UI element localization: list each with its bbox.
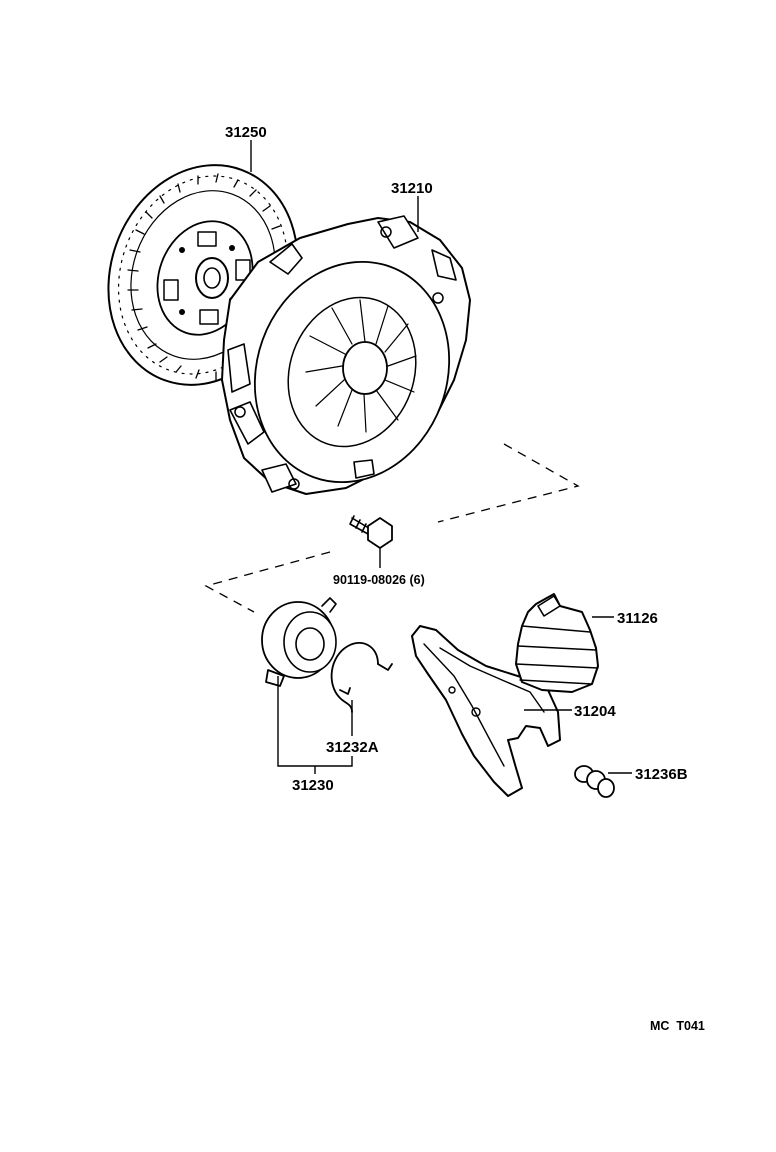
label-hub-clip: 31232A (326, 739, 379, 756)
cover-bolt-drawing (349, 515, 393, 549)
hub-clip-drawing (330, 642, 393, 713)
clutch-cover-drawing (221, 215, 471, 495)
label-release-fork: 31204 (574, 703, 616, 720)
release-bearing-drawing (261, 597, 337, 687)
clutch-disc-drawing (107, 164, 299, 386)
fork-support-drawing (574, 765, 615, 798)
label-release-bearing: 31230 (292, 777, 334, 794)
release-fork-drawing (411, 625, 561, 797)
label-clutch-disc: 31250 (225, 124, 267, 141)
fork-boot-drawing (515, 593, 599, 693)
label-clutch-cover: 31210 (391, 180, 433, 197)
leader-lines (250, 140, 632, 774)
alignment-lines (204, 443, 580, 613)
label-fork-support: 31236B (635, 766, 688, 783)
label-cover-bolt: 90119-08026 (6) (333, 573, 425, 587)
label-fork-boot: 31126 (617, 610, 658, 627)
diagram-code: MC T041 (650, 1019, 705, 1033)
